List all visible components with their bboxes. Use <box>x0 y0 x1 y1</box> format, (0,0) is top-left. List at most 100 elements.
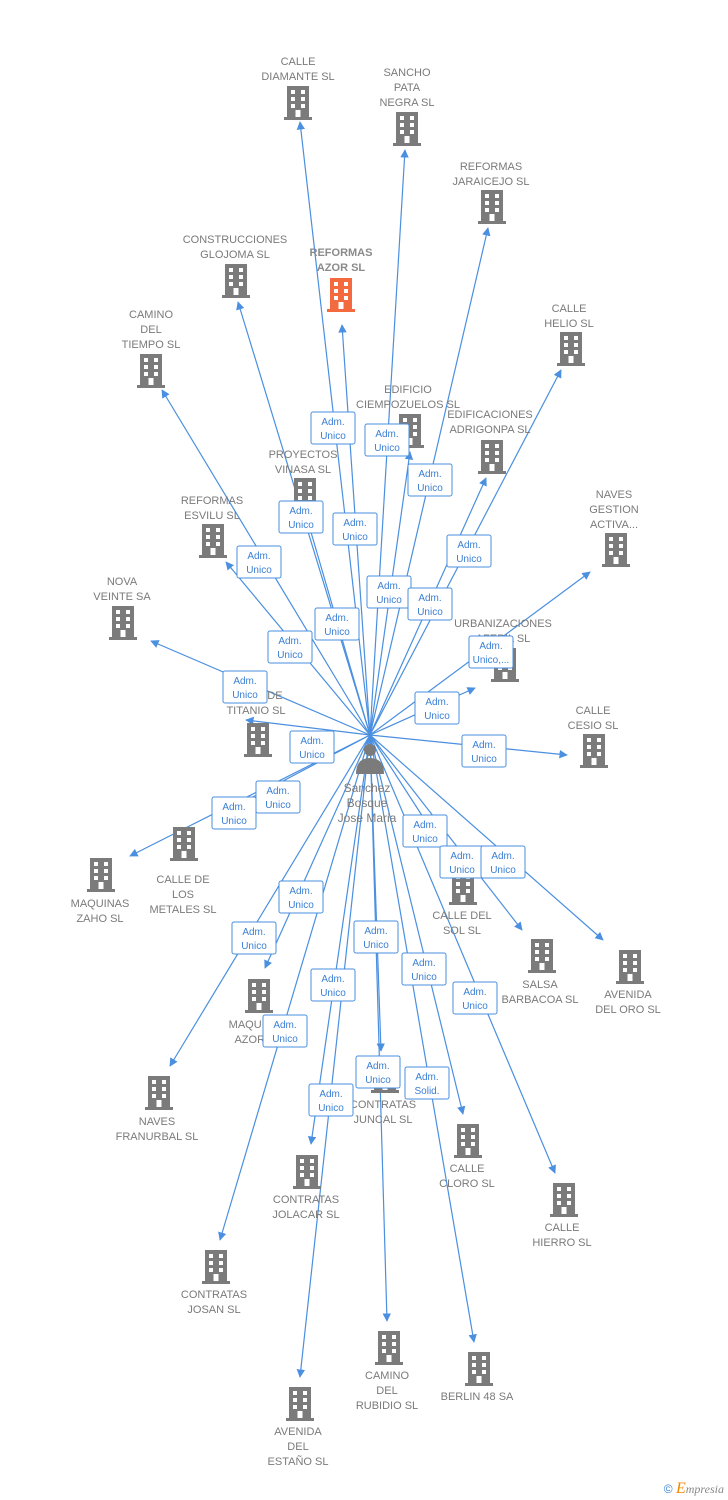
edge-label-calle-de-los-metales[interactable]: Adm.Unico <box>255 780 301 814</box>
edge-label-berlin-48[interactable]: Adm.Unico <box>401 952 447 986</box>
edge-label-role: Unico <box>241 941 267 952</box>
building-icon <box>284 86 312 120</box>
edge-label-edificaciones-adrigonpa[interactable]: Adm.Unico <box>407 587 453 621</box>
company-name-line: CALLE DEL <box>432 910 491 922</box>
company-name-line: AZOR SL <box>317 262 366 274</box>
edge-label-box <box>407 463 453 497</box>
edge-label-camino-del-rubidio[interactable]: Adm.Unico <box>355 1055 401 1089</box>
company-name-line: MAQUINAS <box>71 898 130 910</box>
edge-label-maquinas-zaho[interactable]: Adm.Unico <box>211 796 257 830</box>
edge-label-salsa-barbacoa[interactable]: Adm.Unico <box>439 845 485 879</box>
edge-label-calle-cesio[interactable]: Adm.Unico <box>461 734 507 768</box>
edge-camino-del-rubidio <box>369 734 391 1322</box>
edge-label-contratas-juncal[interactable]: Adm.Unico <box>353 920 399 954</box>
edge-label-box <box>278 880 324 914</box>
edge-label-box <box>332 512 378 546</box>
company-name-line: DEL <box>376 1385 397 1397</box>
company-name-line: CLORO SL <box>439 1178 495 1190</box>
edge-label-calle-hierro[interactable]: Adm.Unico <box>452 981 498 1015</box>
edge-label-nova-veinte[interactable]: Adm.Unico <box>222 670 268 704</box>
edge-label-role: Adm. <box>278 636 301 647</box>
edge-label-role: Adm. <box>377 581 400 592</box>
edge-label-sancho-pata-negra[interactable]: Adm.Unico <box>364 423 410 457</box>
edge-label-contratas-jolacar[interactable]: Adm.Unico <box>310 968 356 1002</box>
edge-label-reformas-azor[interactable]: Adm.Unico <box>332 512 378 546</box>
company-node-berlin-48[interactable]: BERLIN 48 SA <box>441 1352 514 1403</box>
edge-label-reformas-jaraicejo[interactable]: Adm.Unico <box>407 463 453 497</box>
edge-label-calle-diamante[interactable]: Adm.Unico <box>310 411 356 445</box>
edge-label-avenida-del-oro[interactable]: Adm.Unico <box>480 845 526 879</box>
edge-label-box <box>255 780 301 814</box>
company-name-line: SANCHO <box>383 67 431 79</box>
company-name-line: JUNCAL SL <box>354 1114 413 1126</box>
company-name-line: CALLE <box>545 1222 580 1234</box>
company-name-line: CAMINO <box>129 309 173 321</box>
edge-label-urbanizaciones-aferil[interactable]: Adm.Unico <box>414 691 460 725</box>
edge-maquinas-azor <box>264 734 371 969</box>
edge-label-role: Adm. <box>450 851 473 862</box>
company-name-line: FRANURBAL SL <box>116 1131 199 1143</box>
building-icon <box>580 734 608 768</box>
building-icon <box>145 1076 173 1110</box>
edge-label-naves-gestion-activa[interactable]: Adm.Unico,... <box>468 635 514 669</box>
person-name-line: Sanchez <box>344 781 391 795</box>
edge-label-box <box>231 921 277 955</box>
edge-label-calle-cloro[interactable]: Adm.Solid. <box>404 1066 450 1100</box>
building-icon <box>602 533 630 567</box>
edge-label-calle-titanio[interactable]: Adm.Unico <box>289 730 335 764</box>
edge-label-proyectos-vinasa[interactable]: Adm.Unico <box>314 607 360 641</box>
edge-label-role: Unico <box>363 940 389 951</box>
edge-label-reformas-esvilu[interactable]: Adm.Unico <box>267 630 313 664</box>
edge-label-camino-del-tiempo[interactable]: Adm.Unico <box>236 545 282 579</box>
company-name-line: CAMINO <box>365 1370 409 1382</box>
edge-label-calle-del-sol[interactable]: Adm.Unico <box>402 814 448 848</box>
edge-label-role: Unico <box>272 1034 298 1045</box>
edge-label-contratas-josan[interactable]: Adm.Unico <box>262 1014 308 1048</box>
edge-label-construcciones-glojoma[interactable]: Adm.Unico <box>278 500 324 534</box>
edge-label-avenida-del-estano[interactable]: Adm.Unico <box>308 1083 354 1117</box>
edge-label-maquinas-azor[interactable]: Adm.Unico <box>278 880 324 914</box>
edge-label-edificio-ciempozuelos[interactable]: Adm.Unico <box>366 575 412 609</box>
building-icon <box>293 1155 321 1189</box>
edge-label-naves-franurbal[interactable]: Adm.Unico <box>231 921 277 955</box>
edge-label-calle-helio[interactable]: Adm.Unico <box>446 534 492 568</box>
edge-label-role: Adm. <box>319 1089 342 1100</box>
company-name-line: CIEMPOZUELOS SL <box>356 399 460 411</box>
company-name-line: JOSAN SL <box>187 1304 240 1316</box>
edge-label-box <box>355 1055 401 1089</box>
